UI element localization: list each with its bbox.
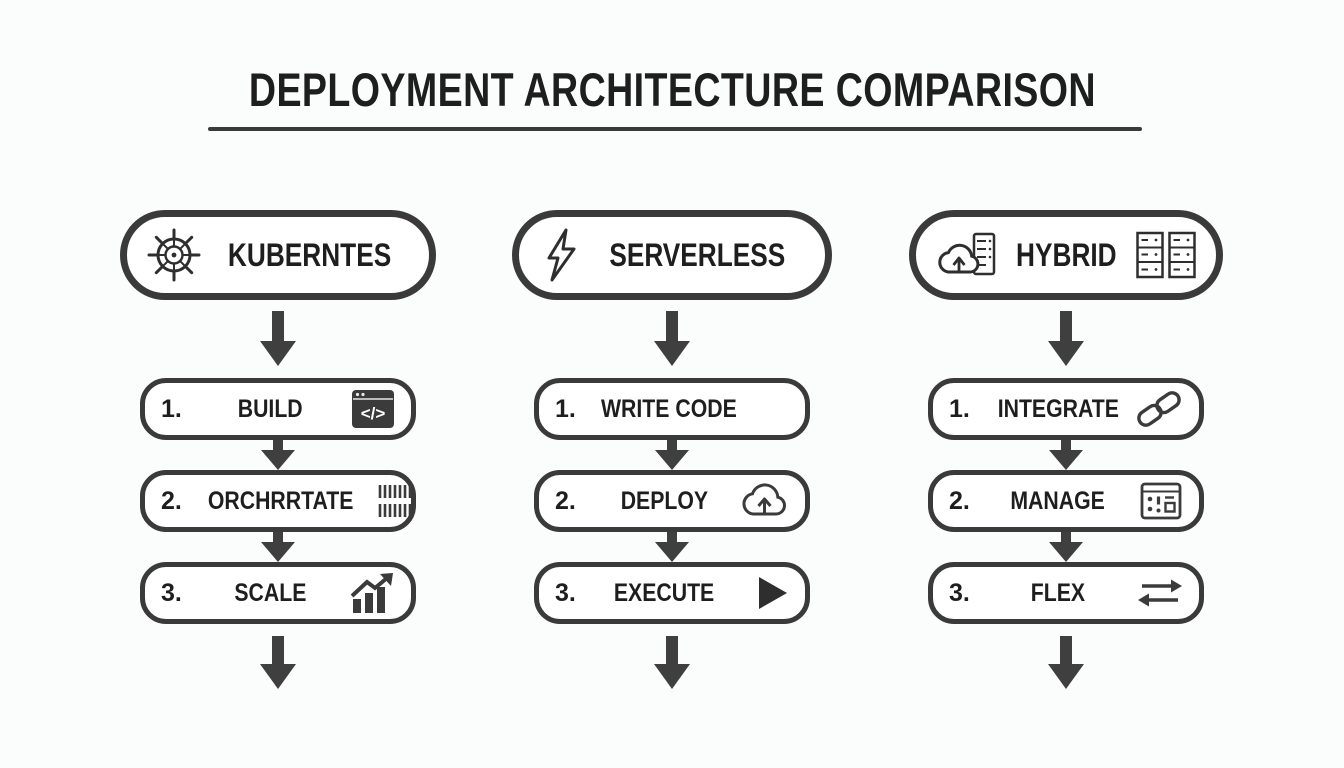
serverless-step-execute: 3. EXECUTE xyxy=(534,562,810,624)
code-window-icon: </> xyxy=(345,389,395,429)
step-number: 1. xyxy=(949,394,970,423)
serverless-step-write-code: 1. WRITE CODE xyxy=(534,378,810,440)
step-label: DEPLOY xyxy=(620,486,708,515)
play-icon xyxy=(739,575,789,611)
flow-arrow-down xyxy=(259,532,297,562)
title-underline xyxy=(208,127,1142,131)
flow-arrow-down xyxy=(653,532,691,562)
svg-text:</>: </> xyxy=(361,404,386,423)
step-label: ORCHRRTATE xyxy=(207,486,354,515)
column-hybrid: HYBRID xyxy=(908,210,1224,690)
page-title-text: DEPLOYMENT ARCHITECTURE COMPARISON xyxy=(248,63,1096,116)
hybrid-step-integrate: 1. INTEGRATE xyxy=(928,378,1204,440)
column-kubernetes: KUBERNTES 1. BUILD </> xyxy=(119,210,437,690)
step-number: 1. xyxy=(555,394,576,423)
step-label: BUILD xyxy=(237,394,303,423)
step-label: FLEX xyxy=(1030,578,1086,607)
step-number: 1. xyxy=(161,394,182,423)
step-label: SCALE xyxy=(233,578,307,607)
step-number: 3. xyxy=(555,578,576,607)
step-number: 2. xyxy=(161,486,182,515)
cloud-server-icon xyxy=(936,230,996,280)
serverless-header-label: SERVERLESS xyxy=(609,236,786,273)
step-label: MANAGE xyxy=(1010,486,1106,515)
container-stripes-icon xyxy=(366,482,416,520)
serverless-step-deploy: 2. DEPLOY xyxy=(534,470,810,532)
kubernetes-header: KUBERNTES xyxy=(119,210,437,300)
page-title: DEPLOYMENT ARCHITECTURE COMPARISON xyxy=(0,62,1344,117)
flow-arrow-down xyxy=(1047,440,1085,470)
flow-arrow-down xyxy=(1044,636,1088,690)
lightning-bolt-icon xyxy=(539,227,581,283)
step-number: 2. xyxy=(555,486,576,515)
hybrid-header-label: HYBRID xyxy=(1015,236,1117,273)
flow-arrow-down xyxy=(256,636,300,690)
column-serverless: SERVERLESS 1. WRITE CODE 2. DEPLOY xyxy=(512,210,832,690)
link-icon xyxy=(1133,389,1183,429)
flow-arrow-down xyxy=(259,440,297,470)
flow-arrow-down xyxy=(653,440,691,470)
control-panel-icon xyxy=(1133,481,1183,521)
growth-chart-icon xyxy=(345,572,395,614)
kubernetes-step-orchestrate: 2. ORCHRRTATE xyxy=(140,470,416,532)
kubernetes-step-scale: 3. SCALE xyxy=(140,562,416,624)
step-number: 3. xyxy=(161,578,182,607)
step-number: 2. xyxy=(949,486,970,515)
step-number: 3. xyxy=(949,578,970,607)
server-racks-icon xyxy=(1136,230,1197,280)
hybrid-step-flex: 3. FLEX xyxy=(928,562,1204,624)
flow-arrow-down xyxy=(650,636,694,690)
step-label: INTEGRATE xyxy=(997,394,1119,423)
flow-arrow-down xyxy=(1044,311,1088,367)
kubernetes-header-label: KUBERNTES xyxy=(227,236,392,273)
comparison-columns: KUBERNTES 1. BUILD </> xyxy=(0,210,1344,690)
serverless-header: SERVERLESS xyxy=(512,210,832,300)
hybrid-header: HYBRID xyxy=(908,210,1224,300)
swap-arrows-icon xyxy=(1133,576,1183,610)
flow-arrow-down xyxy=(256,311,300,367)
flow-arrow-down xyxy=(650,311,694,367)
cloud-upload-icon xyxy=(739,482,789,520)
step-label: EXECUTE xyxy=(613,578,715,607)
hybrid-step-manage: 2. MANAGE xyxy=(928,470,1204,532)
flow-arrow-down xyxy=(1047,532,1085,562)
step-label: WRITE CODE xyxy=(600,394,737,423)
helm-wheel-icon xyxy=(147,228,201,282)
kubernetes-step-build: 1. BUILD </> xyxy=(140,378,416,440)
